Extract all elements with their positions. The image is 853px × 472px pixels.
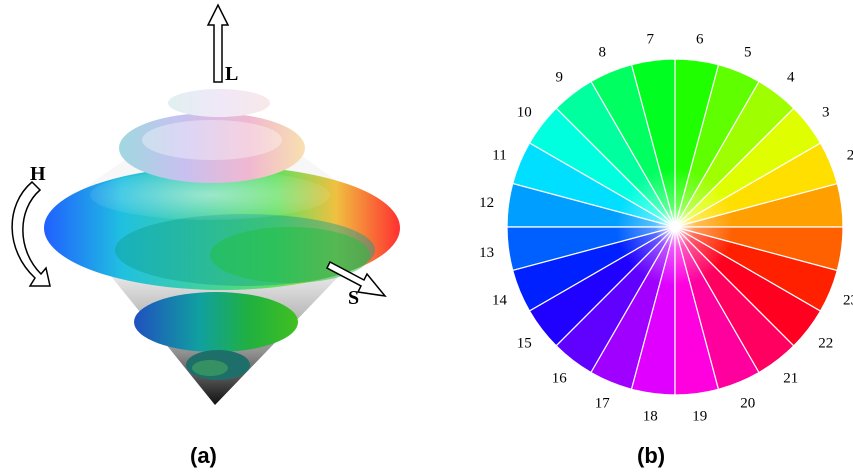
disc-high-2 [168,89,270,117]
hue-sector-label-7: 7 [646,32,654,48]
hue-sector-label-18: 18 [643,408,658,424]
hue-sector-label-3: 3 [822,104,830,120]
caption-b: (b) [637,443,665,468]
hue-sector-label-8: 8 [599,45,607,61]
hue-sector-label-10: 10 [517,104,532,120]
hue-sector-label-9: 9 [556,69,564,85]
lightness-arrow [206,3,230,83]
caption-a: (a) [190,443,217,468]
hue-sector-label-11: 11 [492,147,506,163]
hue-sector-label-19: 19 [692,408,707,424]
hue-sector-label-17: 17 [595,396,611,412]
hue-sector-label-22: 22 [818,336,833,352]
hue-sector-label-21: 21 [783,371,798,387]
hue-sector-label-23: 23 [843,293,853,309]
hue-sector-label-13: 13 [479,245,494,261]
hue-sector-label-6: 6 [696,32,704,48]
saturation-label: S [348,287,359,309]
hue-sector-label-12: 12 [479,195,494,211]
hue-sector-label-14: 14 [492,293,508,309]
hue-sector-label-15: 15 [517,336,532,352]
hue-sector-label-2: 2 [847,147,853,163]
hue-sector-label-20: 20 [740,396,755,412]
disc-main-top-light [90,170,330,220]
hue-sector-label-5: 5 [744,45,752,61]
lightness-label: L [225,63,238,85]
hue-arrow [11,180,51,287]
disc-high-1-light [142,120,282,160]
hue-sector-label-16: 16 [552,371,568,387]
disc-low-2 [134,292,298,352]
hsl-double-cone: L H S [11,3,400,405]
saturation-arrow [326,260,387,298]
hue-wheel-labels: 123456789101112131415161718192021222324 [479,32,853,425]
hue-sector-label-4: 4 [787,69,795,85]
hue-wheel-center-highlight [507,59,843,395]
hue-label: H [30,163,46,185]
disc-low-1-shade [192,360,228,376]
disc-high-1 [119,113,305,183]
